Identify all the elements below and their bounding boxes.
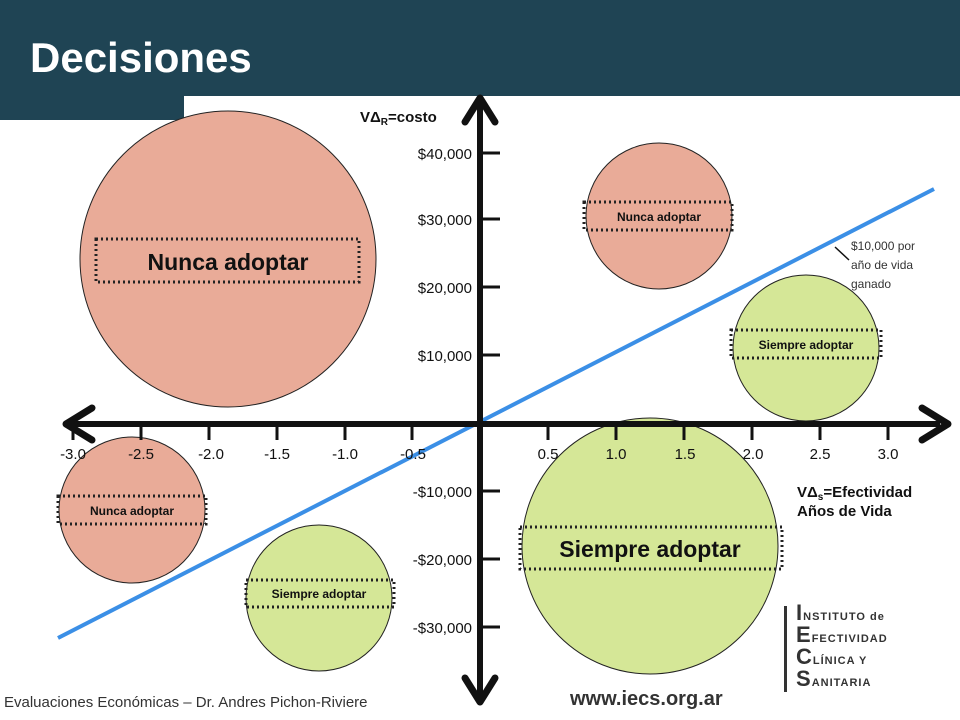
y-tick-label: $10,000 — [418, 348, 472, 365]
circle-nunca-large — [79, 110, 377, 408]
x-tick-label: 1.5 — [675, 446, 696, 463]
label-box-nunca-bottom-left — [56, 494, 208, 526]
x-tick-label: 3.0 — [878, 446, 899, 463]
footer-author: Evaluaciones Económicas – Dr. Andres Pic… — [4, 694, 368, 711]
annotation-line: año de vida — [851, 258, 913, 272]
annotation-line: $10,000 por — [851, 239, 915, 253]
y-axis-top-arrow — [461, 94, 499, 126]
x-tick-label: 1.0 — [606, 446, 627, 463]
logo-row: EFECTIVIDAD — [796, 622, 888, 647]
x-tick-label: 0.5 — [538, 446, 559, 463]
logo-row: INSTITUTO de — [796, 600, 885, 625]
y-tick-label: -$30,000 — [413, 620, 472, 637]
x-tick-label: -2.0 — [198, 446, 224, 463]
y-tick-label: $20,000 — [418, 280, 472, 297]
y-tick-label: $30,000 — [418, 212, 472, 229]
x-axis-label: VΔs=Efectividad — [797, 484, 912, 503]
y-tick-marks — [480, 151, 500, 629]
logo-row: CLÍNICA Y — [796, 644, 868, 669]
annotation-line: ganado — [851, 277, 891, 291]
x-tick-label: 2.0 — [743, 446, 764, 463]
circle-label: Siempre adoptar — [272, 587, 367, 601]
y-axis-label: VΔR=costo — [360, 109, 437, 128]
x-axis-left-arrow — [62, 404, 96, 444]
header-bar — [0, 0, 960, 96]
x-axis-label-line2: Años de Vida — [797, 503, 892, 520]
threshold-line — [57, 187, 935, 640]
y-tick-label: -$10,000 — [413, 484, 472, 501]
logo-bar — [784, 606, 787, 692]
logo-row: SANITARIA — [796, 666, 872, 691]
footer-url[interactable]: www.iecs.org.ar — [570, 688, 723, 710]
iecs-logo: INSTITUTO de EFECTIVIDAD CLÍNICA Y SANIT… — [784, 600, 960, 696]
x-tick-marks — [71, 424, 890, 440]
annotation-pointer — [834, 246, 850, 261]
circle-label: Nunca adoptar — [147, 249, 308, 275]
circle-label: Siempre adoptar — [559, 536, 741, 562]
y-axis-bottom-arrow — [461, 674, 499, 706]
header-tab — [0, 96, 184, 120]
x-axis-right-arrow — [918, 404, 952, 444]
label-box-siempre-large — [518, 525, 784, 571]
x-tick-label: -2.5 — [128, 446, 154, 463]
circle-label: Nunca adoptar — [617, 210, 701, 224]
page-title: Decisiones — [30, 34, 252, 81]
x-tick-label: -0.5 — [400, 446, 426, 463]
x-tick-label: -1.5 — [264, 446, 290, 463]
x-tick-label: -3.0 — [60, 446, 86, 463]
circle-siempre-large — [521, 417, 779, 675]
label-box-siempre-bottom — [244, 578, 396, 609]
y-tick-label: $40,000 — [418, 146, 472, 163]
label-box-nunca-large — [94, 237, 361, 284]
circle-label: Nunca adoptar — [90, 504, 174, 518]
label-box-siempre-right — [729, 328, 883, 360]
x-tick-label: -1.0 — [332, 446, 358, 463]
label-box-nunca-top-right — [582, 200, 734, 232]
y-tick-label: -$20,000 — [413, 552, 472, 569]
circle-label: Siempre adoptar — [759, 338, 854, 352]
x-tick-label: 2.5 — [810, 446, 831, 463]
